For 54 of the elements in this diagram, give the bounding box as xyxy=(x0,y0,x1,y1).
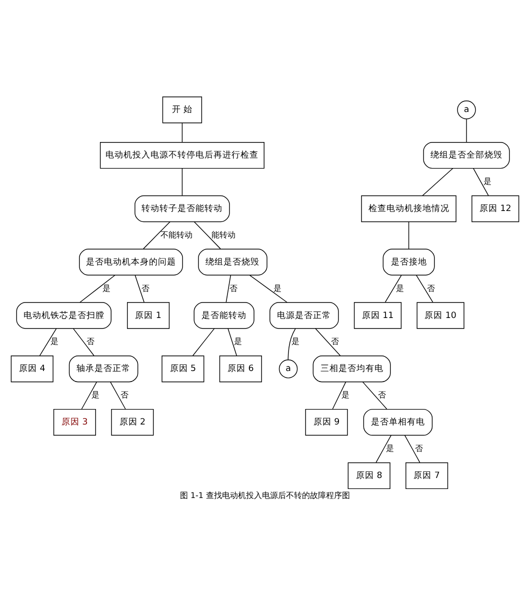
connector xyxy=(362,382,388,410)
connector xyxy=(110,382,126,410)
node-box: 原因 12 xyxy=(472,195,520,222)
node-box: 绕组是否全部烧毁 xyxy=(423,142,510,169)
node-box: 原因 7 xyxy=(406,462,448,490)
node-box: 电源是否正常 xyxy=(270,302,339,329)
node-box: 轴承是否正常 xyxy=(68,356,138,382)
connector xyxy=(408,221,410,250)
node-box: 原因 1 xyxy=(127,302,170,329)
connector xyxy=(143,221,170,250)
node-box: 原因 6 xyxy=(219,356,262,382)
connector xyxy=(39,328,57,356)
connector xyxy=(466,118,467,143)
node-box: 原因 10 xyxy=(416,302,464,329)
node-box: 原因 3 xyxy=(53,408,96,436)
node-box: 原因 5 xyxy=(162,356,204,382)
node-box: 原因 2 xyxy=(111,408,154,436)
node-box: 电动机铁芯是否扫膛 xyxy=(16,302,112,329)
node-box: 检查电动机接地情况 xyxy=(361,195,456,222)
connector xyxy=(422,168,454,196)
connector xyxy=(472,168,489,196)
connector xyxy=(249,274,288,303)
connector xyxy=(404,434,420,463)
connector xyxy=(72,328,94,356)
connector xyxy=(194,221,221,250)
connector xyxy=(81,382,98,410)
connector xyxy=(192,328,215,356)
connector xyxy=(182,122,183,143)
node-box: 是否电动机本身的问题 xyxy=(79,248,183,276)
node-box: 三相是否均有电 xyxy=(312,356,391,382)
node-box: 绕组是否烧毁 xyxy=(198,248,268,276)
node-box: 原因 4 xyxy=(10,356,54,382)
connector xyxy=(228,328,237,356)
connector xyxy=(332,382,346,410)
connector xyxy=(416,274,434,303)
node-box: 开 始 xyxy=(162,96,202,124)
connector xyxy=(80,274,116,303)
connector xyxy=(384,274,402,303)
connector xyxy=(134,274,144,303)
node-circle: a xyxy=(457,100,476,120)
node-circle: a xyxy=(278,360,298,378)
node-box: 原因 8 xyxy=(348,462,390,490)
node-box: 是否单相有电 xyxy=(363,408,433,436)
connector xyxy=(226,274,232,303)
node-box: 是否能转动 xyxy=(194,302,254,329)
connector xyxy=(288,328,296,360)
node-box: 原因 11 xyxy=(354,302,402,329)
node-box: 原因 9 xyxy=(305,408,348,436)
connector xyxy=(315,328,341,356)
node-box: 转动转子是否能转动 xyxy=(134,195,230,222)
connector xyxy=(182,168,183,196)
node-box: 电动机投入电源不转停电后再进行检查 xyxy=(100,142,264,169)
node-box: 是否接地 xyxy=(382,248,435,276)
connector xyxy=(376,434,392,463)
